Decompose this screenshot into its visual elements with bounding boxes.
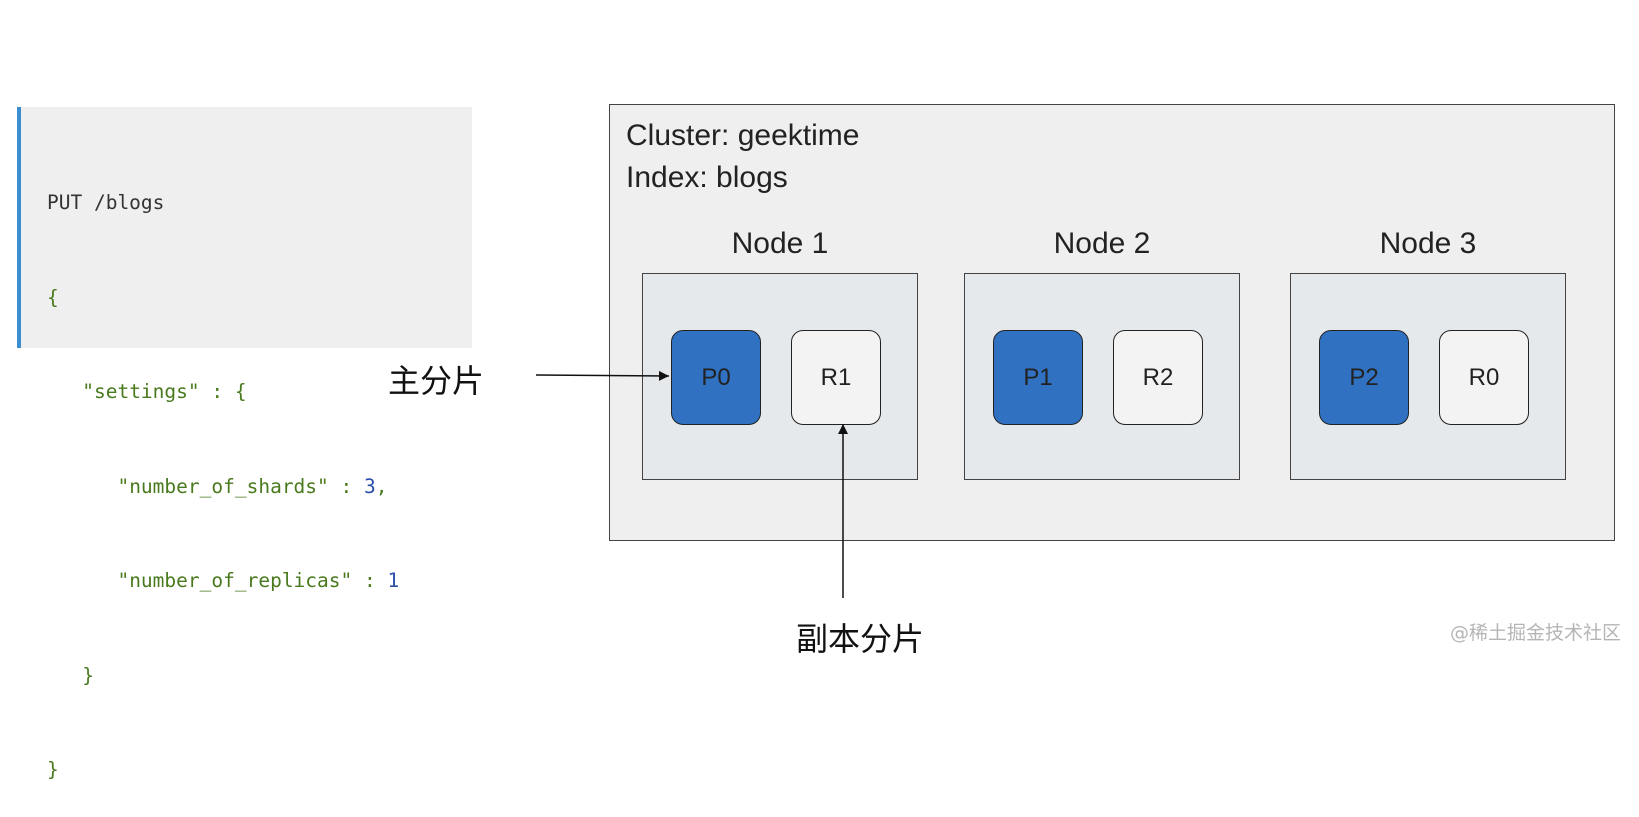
code-line-4: "number_of_shards" : 3, bbox=[47, 471, 472, 503]
code-line-2: { bbox=[47, 282, 472, 314]
node-1: P0 R1 bbox=[642, 273, 918, 480]
node-2: P1 R2 bbox=[964, 273, 1240, 480]
code-line-7: } bbox=[47, 754, 472, 786]
code-token: , bbox=[375, 474, 388, 498]
code-token: "number_of_replicas" bbox=[117, 569, 353, 592]
code-line-3: "settings" : { bbox=[47, 376, 472, 408]
code-token: 3 bbox=[364, 474, 376, 498]
replica-shard-r2: R2 bbox=[1113, 330, 1203, 425]
watermark: @稀土掘金技术社区 bbox=[1449, 622, 1621, 644]
node-2-title: Node 2 bbox=[1053, 227, 1151, 260]
cluster-label: Cluster: geektime bbox=[626, 119, 860, 152]
code-token: "number_of_shards" bbox=[117, 474, 329, 498]
index-label: Index: blogs bbox=[626, 161, 788, 194]
primary-shard-arrow bbox=[535, 370, 670, 381]
code-token: PUT /blogs bbox=[47, 191, 165, 214]
code-line-5: "number_of_replicas" : 1 bbox=[47, 565, 472, 597]
code-token: : bbox=[352, 569, 388, 592]
arrows-layer bbox=[535, 370, 848, 598]
code-token: } bbox=[47, 663, 94, 687]
primary-shard-p0: P0 bbox=[671, 330, 761, 425]
primary-shard-label: 主分片 bbox=[388, 362, 485, 400]
code-token: : bbox=[328, 474, 365, 498]
code-token: { bbox=[47, 285, 59, 309]
replica-shard-label: 副本分片 bbox=[796, 620, 925, 658]
replica-shard-r0: R0 bbox=[1439, 330, 1529, 425]
code-line-6: } bbox=[47, 660, 472, 692]
primary-shard-p2: P2 bbox=[1319, 330, 1409, 425]
code-line-1: PUT /blogs bbox=[47, 187, 472, 219]
node-1-title: Node 1 bbox=[731, 227, 829, 260]
primary-shard-p1: P1 bbox=[993, 330, 1083, 425]
code-block: PUT /blogs { "settings" : { "number_of_s… bbox=[17, 107, 472, 781]
code-token: : { bbox=[199, 380, 247, 403]
node-3-title: Node 3 bbox=[1379, 227, 1477, 260]
code-token: 1 bbox=[387, 569, 400, 592]
cluster-box: Cluster: geektime Index: blogs Node 1 P0… bbox=[609, 104, 1615, 541]
node-3: P2 R0 bbox=[1290, 273, 1566, 480]
code-token: "settings" bbox=[82, 380, 200, 403]
code-token: } bbox=[47, 758, 59, 781]
replica-shard-r1: R1 bbox=[791, 330, 881, 425]
